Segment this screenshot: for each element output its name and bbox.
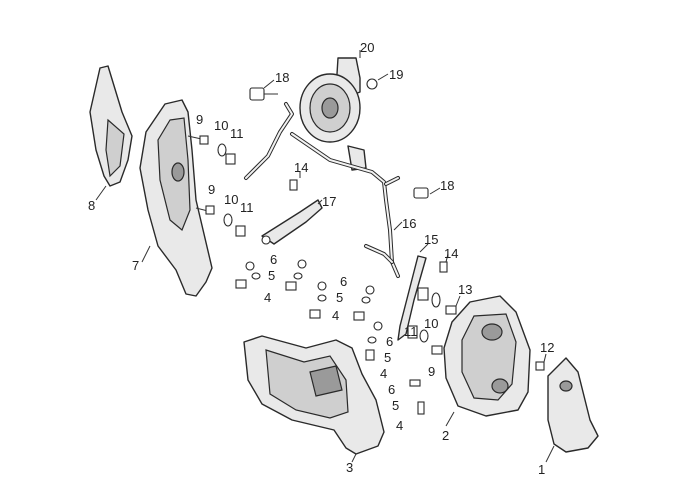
part-3-lower-panel xyxy=(243,335,385,455)
callout-3: 3 xyxy=(346,460,353,475)
callout-6-low: 6 xyxy=(386,334,393,349)
callout-14-right: 14 xyxy=(444,246,458,261)
part-7-left-cover xyxy=(139,99,213,297)
callout-11-right: 11 xyxy=(404,324,418,339)
callout-5-bottom: 5 xyxy=(392,398,399,413)
part-1-front-panel xyxy=(547,357,599,453)
callout-9-right: 9 xyxy=(428,364,435,379)
callout-15: 15 xyxy=(424,232,438,247)
part-2-right-cover xyxy=(443,295,531,417)
part-8-side-panel xyxy=(89,65,133,187)
callout-10-mid: 10 xyxy=(224,192,238,207)
callout-20: 20 xyxy=(360,40,374,55)
callout-5-left: 5 xyxy=(268,268,275,283)
callout-9-top: 9 xyxy=(196,112,203,127)
callout-2: 2 xyxy=(442,428,449,443)
callout-4-left: 4 xyxy=(264,290,271,305)
callout-17: 17 xyxy=(322,194,336,209)
part-15-plate xyxy=(397,255,427,341)
part-20-round-mount xyxy=(299,57,367,171)
leader-lines xyxy=(95,50,555,463)
callout-6-mid: 6 xyxy=(340,274,347,289)
callout-4-mid: 4 xyxy=(332,308,339,323)
callout-8: 8 xyxy=(88,198,95,213)
callout-18-right: 18 xyxy=(440,178,454,193)
callout-14-top: 14 xyxy=(294,160,308,175)
callout-4-low: 4 xyxy=(380,366,387,381)
callout-1: 1 xyxy=(538,462,545,477)
callout-19: 19 xyxy=(389,67,403,82)
callout-7: 7 xyxy=(132,258,139,273)
callout-6-bottom: 6 xyxy=(388,382,395,397)
callout-18-top: 18 xyxy=(275,70,289,85)
callout-10-top: 10 xyxy=(214,118,228,133)
callout-5-mid: 5 xyxy=(336,290,343,305)
bracket-frame xyxy=(244,102,400,278)
callout-16: 16 xyxy=(402,216,416,231)
callout-6-left: 6 xyxy=(270,252,277,267)
callout-labels: 20 19 18 18 9 10 11 9 10 11 8 7 14 17 16… xyxy=(88,40,554,477)
callout-13: 13 xyxy=(458,282,472,297)
part-17-bracket xyxy=(261,199,323,245)
fasteners xyxy=(187,78,545,415)
callout-12: 12 xyxy=(540,340,554,355)
callout-4-bottom: 4 xyxy=(396,418,403,433)
callout-11-top: 11 xyxy=(230,126,244,141)
callout-5-low: 5 xyxy=(384,350,391,365)
callout-10-right: 10 xyxy=(424,316,438,331)
callout-11-mid: 11 xyxy=(240,200,254,215)
callout-9-mid: 9 xyxy=(208,182,215,197)
